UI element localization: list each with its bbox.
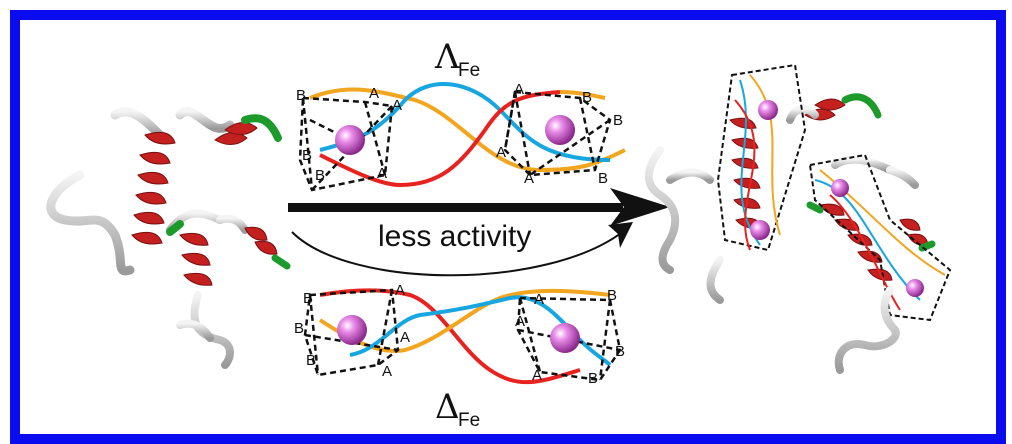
metal-ion	[831, 179, 849, 197]
vertex-label: A	[392, 97, 402, 114]
peptide-helix	[214, 122, 258, 145]
peptide-coil	[46, 170, 135, 276]
peptide-coil	[886, 166, 919, 189]
peptide-coil	[834, 286, 900, 374]
vertex-label: A	[515, 313, 525, 330]
peptide-coil	[666, 168, 714, 184]
metal-ion	[337, 315, 367, 345]
peptide-coil	[644, 146, 680, 274]
vertex-label: A	[514, 81, 524, 98]
upper-complex	[716, 63, 807, 252]
lambda-complex: B A A B B A A B B A A B	[296, 81, 626, 192]
vertex-label: B	[598, 170, 608, 187]
vertex-label: B	[306, 352, 316, 369]
peptide-coil	[176, 319, 214, 342]
less-activity-label: less activity	[378, 220, 531, 253]
lambda-fe-label: Λ Fe	[434, 37, 480, 81]
peptide-turn	[806, 201, 824, 214]
delta-symbol: Δ	[435, 387, 460, 427]
vertex-label: A	[534, 291, 544, 308]
vertex-label: B	[302, 147, 312, 164]
peptide-helix	[131, 131, 176, 245]
vertex-label: A	[532, 367, 542, 384]
peptide-coil	[110, 107, 165, 140]
delta-fe-label: Δ Fe	[435, 387, 480, 431]
left-coordination-polyhedron	[303, 288, 400, 377]
vertex-label: B	[582, 89, 592, 106]
left-peptide-structure	[46, 107, 291, 369]
vertex-label: A	[524, 170, 534, 187]
lower-complex	[808, 153, 952, 322]
peptide-turn	[841, 93, 882, 119]
figure-frame: B A A B B A A B B A A B Λ Fe less activi…	[10, 10, 1006, 444]
peptide-coil	[190, 291, 234, 369]
strand-blue	[319, 82, 611, 162]
strand-blue	[349, 295, 612, 367]
peptide-helix	[244, 226, 278, 255]
vertex-label: B	[588, 370, 598, 387]
vertex-label: A	[395, 282, 405, 299]
peptide-turn	[241, 114, 282, 142]
vertex-label: B	[615, 343, 625, 360]
metal-ion	[906, 279, 924, 297]
right-assembled-structure	[644, 63, 952, 374]
peptide-coil	[216, 214, 249, 234]
delta-subscript: Fe	[458, 410, 480, 431]
metal-ion	[335, 125, 365, 155]
vertex-label: B	[303, 290, 313, 307]
strand-orange	[309, 87, 626, 173]
peptide-coil	[706, 256, 724, 304]
peptide-coil	[175, 107, 235, 133]
reaction-arrow	[288, 188, 670, 226]
lambda-subscript: Fe	[458, 60, 480, 81]
metal-ion	[758, 100, 778, 120]
curved-arrow	[291, 222, 633, 277]
lambda-symbol: Λ	[434, 37, 460, 77]
vertex-label: B	[607, 287, 617, 304]
strand-orange	[559, 90, 606, 100]
delta-complex: B A B B A A A B A B A B	[294, 282, 625, 387]
vertex-label: B	[315, 167, 325, 184]
vertex-label: B	[294, 320, 304, 337]
peptide-turn	[166, 220, 184, 236]
peptide-helix	[179, 232, 213, 286]
right-coordination-polyhedron	[503, 90, 612, 177]
peptide-turn	[271, 254, 291, 270]
vertex-label: B	[613, 112, 623, 129]
metal-ion	[750, 220, 770, 240]
vertex-label: A	[382, 363, 392, 380]
vertex-label: A	[496, 144, 506, 161]
vertex-label: A	[377, 165, 387, 182]
left-coordination-polyhedron	[298, 96, 394, 192]
vertex-label: B	[296, 87, 306, 104]
peptide-coil	[831, 155, 894, 174]
vertex-label: A	[369, 85, 379, 102]
diagram-canvas: B A A B B A A B B A A B Λ Fe less activi…	[46, 37, 952, 431]
metal-ion	[550, 323, 580, 353]
vertex-label: A	[400, 329, 410, 346]
metal-ion	[545, 115, 575, 145]
